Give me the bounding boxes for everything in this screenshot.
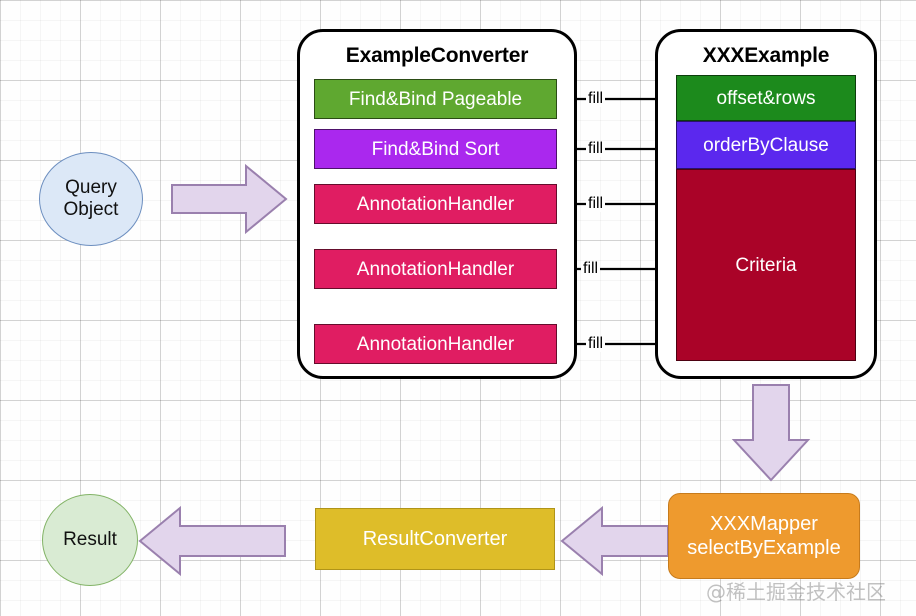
right-item-label: orderByClause <box>703 134 829 156</box>
arrow-example-to-mapper <box>731 384 811 482</box>
left-item-annotation-handler-3[interactable]: AnnotationHandler <box>314 324 557 364</box>
fill-label-1: fill <box>586 90 606 107</box>
watermark-label: @稀土掘金技术社区 <box>706 580 886 604</box>
arrow-mapper-to-resultconverter <box>560 505 669 577</box>
fill-label-4: fill <box>581 260 601 277</box>
query-object-node[interactable]: Query Object <box>39 152 143 246</box>
xxx-example-title: XXXExample <box>702 44 830 67</box>
fill-label-3: fill <box>586 195 606 212</box>
left-item-find-bind-pageable[interactable]: Find&Bind Pageable <box>314 79 557 119</box>
left-item-label: Find&Bind Sort <box>371 138 500 160</box>
left-item-label: AnnotationHandler <box>356 333 515 355</box>
result-node[interactable]: Result <box>42 494 138 586</box>
left-item-find-bind-sort[interactable]: Find&Bind Sort <box>314 129 557 169</box>
example-converter-title: ExampleConverter <box>345 44 529 67</box>
left-item-annotation-handler-2[interactable]: AnnotationHandler <box>314 249 557 289</box>
left-item-label: AnnotationHandler <box>356 193 515 215</box>
xxx-mapper-node[interactable]: XXXMapper selectByExample <box>668 493 860 579</box>
left-item-label: Find&Bind Pageable <box>348 88 523 110</box>
fill-label-2: fill <box>586 140 606 157</box>
right-item-order-by-clause[interactable]: orderByClause <box>676 121 856 169</box>
right-item-criteria[interactable]: Criteria <box>676 169 856 361</box>
query-object-label-line1: Query <box>65 176 117 198</box>
result-converter-label: ResultConverter <box>362 528 508 550</box>
right-item-offset-rows[interactable]: offset&rows <box>676 75 856 121</box>
arrow-resultconverter-to-result <box>138 505 286 577</box>
arrow-query-to-converter <box>171 163 288 235</box>
fill-label-5: fill <box>586 335 606 352</box>
xxx-mapper-label-line2: selectByExample <box>687 537 841 559</box>
right-item-label: Criteria <box>735 254 797 276</box>
result-converter-node[interactable]: ResultConverter <box>315 508 555 570</box>
left-item-annotation-handler-1[interactable]: AnnotationHandler <box>314 184 557 224</box>
right-item-label: offset&rows <box>716 87 816 109</box>
query-object-label-line2: Object <box>63 199 119 220</box>
left-item-label: AnnotationHandler <box>356 258 515 280</box>
xxx-mapper-label-line1: XXXMapper <box>710 513 818 535</box>
result-label: Result <box>63 528 117 550</box>
